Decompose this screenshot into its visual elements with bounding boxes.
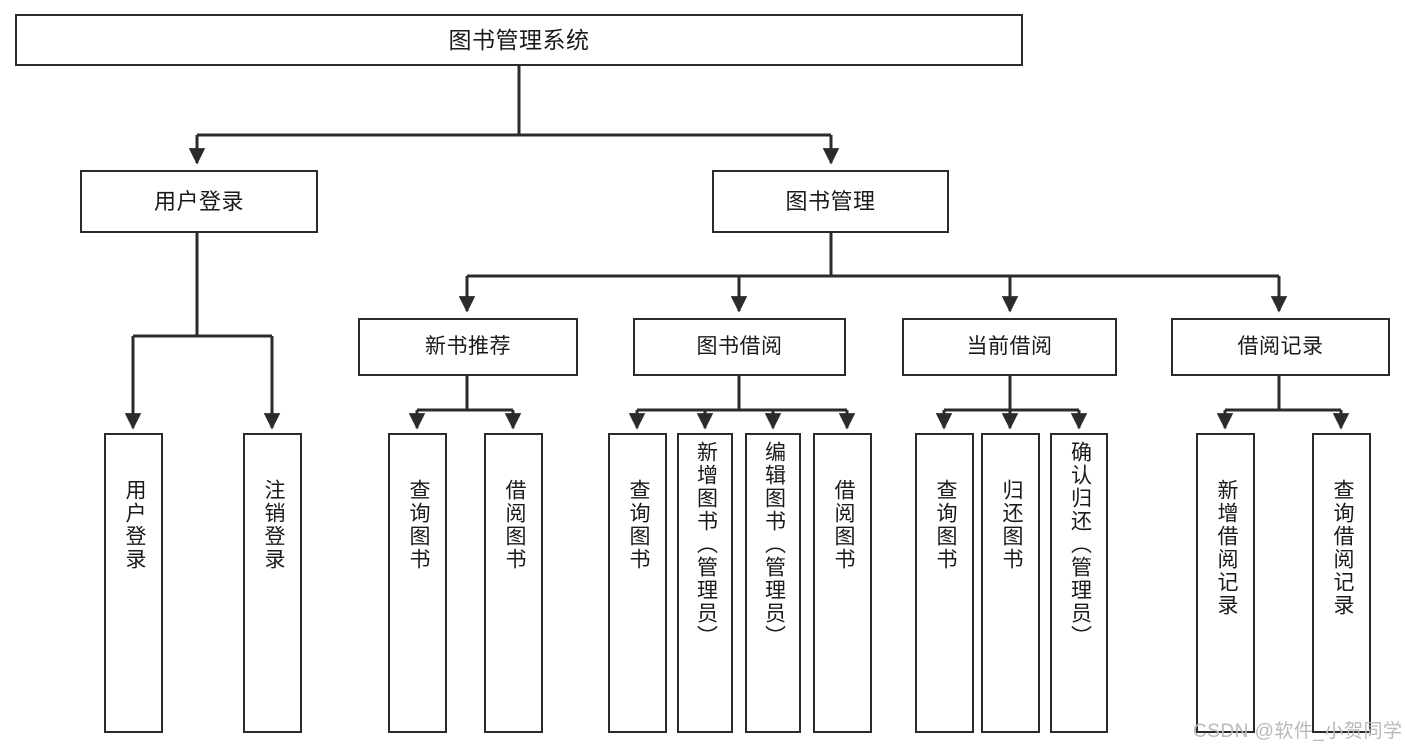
node-label: 借阅图书 [831, 479, 855, 571]
node-label: 新增借阅记录 [1214, 479, 1238, 617]
node-label: 借阅记录 [1237, 334, 1324, 358]
node-current-borrow[interactable]: 当前借阅 [902, 318, 1117, 376]
node-label: 当前借阅 [966, 334, 1053, 358]
node-label: 图书管理 [785, 188, 876, 214]
node-book-management[interactable]: 图书管理 [712, 170, 949, 233]
node-label: 查询借阅记录 [1330, 479, 1354, 617]
leaf-current-return-book[interactable]: 归还图书 [981, 433, 1040, 733]
node-user-login[interactable]: 用户登录 [80, 170, 318, 233]
leaf-borrow-edit-book-admin[interactable]: 编辑图书（管理员） [745, 433, 801, 733]
leaf-record-add-record[interactable]: 新增借阅记录 [1196, 433, 1255, 733]
leaf-current-confirm-return-admin[interactable]: 确认归还（管理员） [1050, 433, 1108, 733]
leaf-borrow-add-book-admin[interactable]: 新增图书（管理员） [677, 433, 733, 733]
csdn-watermark: CSDN @软件_小贺同学 [1193, 721, 1403, 742]
node-book-borrow[interactable]: 图书借阅 [633, 318, 846, 376]
leaf-borrow-query-book[interactable]: 查询图书 [608, 433, 667, 733]
leaf-current-query-book[interactable]: 查询图书 [915, 433, 974, 733]
node-label: 编辑图书（管理员） [762, 441, 786, 648]
node-label: 图书管理系统 [448, 26, 590, 53]
leaf-borrow-borrow-book[interactable]: 借阅图书 [813, 433, 872, 733]
node-borrow-record[interactable]: 借阅记录 [1171, 318, 1390, 376]
node-label: 新书推荐 [425, 334, 511, 358]
node-label: 查询图书 [406, 479, 430, 571]
node-root-system[interactable]: 图书管理系统 [15, 14, 1023, 66]
node-label: 确认归还（管理员） [1068, 441, 1092, 648]
node-label: 新增图书（管理员） [694, 441, 718, 648]
node-label: 图书借阅 [696, 334, 783, 358]
node-label: 用户登录 [122, 479, 146, 571]
leaf-user-login-signout[interactable]: 注销登录 [243, 433, 302, 733]
leaf-recommend-borrow-book[interactable]: 借阅图书 [484, 433, 543, 733]
leaf-record-query-record[interactable]: 查询借阅记录 [1312, 433, 1371, 733]
leaf-recommend-query-book[interactable]: 查询图书 [388, 433, 447, 733]
node-label: 查询图书 [933, 479, 957, 571]
node-label: 归还图书 [999, 479, 1023, 571]
node-label: 注销登录 [261, 479, 285, 571]
node-new-book-recommend[interactable]: 新书推荐 [358, 318, 578, 376]
leaf-user-login-signin[interactable]: 用户登录 [104, 433, 163, 733]
node-label: 借阅图书 [502, 479, 526, 571]
node-label: 查询图书 [626, 479, 650, 571]
node-label: 用户登录 [153, 188, 244, 214]
